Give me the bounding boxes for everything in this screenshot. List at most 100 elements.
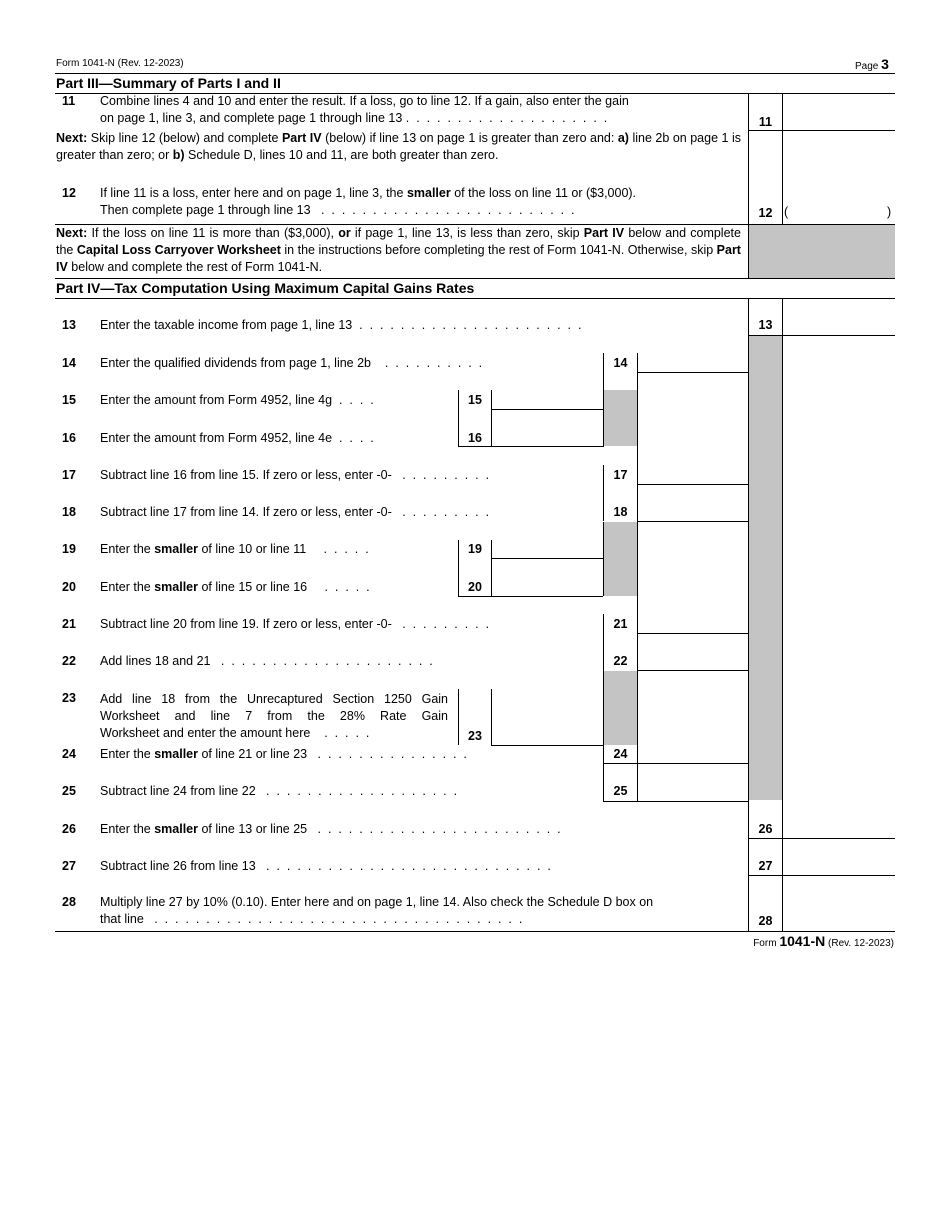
line-27-rule: [748, 875, 895, 876]
line-12-text-a3: of the loss on line 11 or ($3,000).: [454, 186, 637, 200]
next-1-g: Schedule D, lines 10 and 11, are both gr…: [188, 148, 499, 162]
line-27-amount-field[interactable]: [784, 840, 894, 874]
line-23-amount-field[interactable]: [493, 725, 601, 742]
col-divider: [782, 93, 783, 224]
line-20-pre: Enter the: [100, 580, 151, 594]
line-15-amount-field[interactable]: [493, 391, 601, 408]
line-11-amount-field[interactable]: [784, 96, 894, 129]
shaded-area: [749, 225, 895, 278]
col-divider: [603, 670, 604, 801]
leader-dots: . . . . . . . . . . . . . . . . . . . . …: [255, 859, 551, 873]
line-20-number: 20: [62, 580, 76, 594]
line-14-number: 14: [62, 356, 76, 370]
line-12-amount-field[interactable]: [790, 190, 885, 222]
line-16-amount-field[interactable]: [493, 428, 601, 445]
line-11-text: Combine lines 4 and 10 and enter the res…: [100, 93, 740, 127]
line-26-amount-field[interactable]: [784, 803, 894, 837]
line-18-text: Subtract line 17 from line 14. If zero o…: [100, 505, 392, 519]
col-divider: [748, 298, 749, 931]
line-12-open-paren: (: [784, 205, 789, 219]
part-iii-rule: [55, 93, 895, 94]
line-26-rule: [748, 838, 895, 839]
leader-dots: . . . . . . . . . . . . . . . . . . .: [255, 784, 458, 798]
line-17-amount-field[interactable]: [639, 466, 747, 483]
line-26-number: 26: [62, 822, 76, 836]
line-22-amount-field[interactable]: [639, 652, 747, 669]
next-2-f: and complete the: [56, 226, 741, 257]
next-1-a: Skip line 12 (below) and complete: [90, 131, 279, 145]
next-2-label: Next:: [56, 226, 88, 240]
leader-dots: . . . . . . . . . . . . . . . . . . . .: [402, 111, 608, 125]
line-15-text: Enter the amount from Form 4952, line 4g: [100, 393, 333, 407]
line-27-text-wrap: Subtract line 26 from line 13 . . . . . …: [100, 858, 551, 875]
next-1-label: Next:: [56, 131, 88, 145]
line-25-number: 25: [62, 784, 76, 798]
line-12-rule: [55, 224, 895, 225]
line-26-text-wrap: Enter the smaller of line 13 or line 25 …: [100, 821, 561, 838]
part-iv-rule: [55, 298, 895, 299]
next-1-c: (below) if line 13 on page 1 is greater …: [325, 131, 615, 145]
line-16-number: 16: [62, 431, 76, 445]
line-23-text-c: Worksheet and enter the amount here: [100, 726, 311, 740]
line-13-rule: [748, 335, 895, 336]
line-25-amount-field[interactable]: [639, 782, 747, 799]
line-28-amount-field[interactable]: [784, 877, 894, 929]
line-18-amount-field[interactable]: [639, 503, 747, 520]
line-11-number: 11: [62, 94, 76, 108]
line-19-pre: Enter the: [100, 542, 151, 556]
leader-dots: . . . . . . . . .: [391, 505, 490, 519]
form-bottom-rule: [55, 931, 895, 932]
line-21-rule: [637, 633, 748, 634]
line-24-amount-field[interactable]: [639, 745, 747, 762]
col-divider: [603, 614, 604, 670]
line-21-number: 21: [62, 617, 76, 631]
line-19-amount-field[interactable]: [493, 540, 601, 557]
line-13-number: 13: [62, 318, 76, 332]
line-28-number: 28: [62, 895, 76, 909]
line-20-post: of line 15 or line 16: [201, 580, 308, 594]
line-13-text-wrap: Enter the taxable income from page 1, li…: [100, 317, 581, 334]
next-1-e: line 2b on page 1 is greater than zero; …: [56, 131, 741, 162]
line-18-rule: [637, 521, 748, 522]
line-27-number: 27: [62, 859, 76, 873]
footer-form-label: Form: [753, 938, 777, 949]
line-20-amount-field[interactable]: [493, 577, 601, 594]
header-rule: [55, 73, 895, 74]
next-2-e: below: [628, 226, 661, 240]
line-25-text: Subtract line 24 from line 22: [100, 784, 256, 798]
next-2-j: Part IV: [56, 243, 741, 274]
leader-dots: . . . . .: [310, 726, 370, 740]
line-14-text: Enter the qualified dividends from page …: [100, 356, 372, 370]
line-25-box-label: 25: [613, 784, 628, 798]
leader-dots: . . . . . . . . . . . . . . . . . . . . …: [210, 654, 433, 668]
line-19-box-label: 19: [468, 542, 482, 556]
line-18-number: 18: [62, 505, 76, 519]
line-26-pre: Enter the: [100, 822, 151, 836]
leader-dots: . . . . .: [306, 542, 369, 556]
line-12-number: 12: [62, 186, 76, 200]
line-14-amount-field[interactable]: [639, 354, 747, 371]
line-14-rule: [637, 372, 748, 373]
col-divider: [782, 298, 783, 931]
col-divider: [458, 689, 459, 745]
line-18-text-wrap: Subtract line 17 from line 14. If zero o…: [100, 504, 489, 521]
col-divider: [458, 390, 459, 446]
line-12-box-label: 12: [758, 206, 773, 220]
col-divider: [491, 689, 492, 745]
line-24-post: of line 21 or line 23: [201, 747, 308, 761]
line-17-text-wrap: Subtract line 16 from line 15. If zero o…: [100, 467, 489, 484]
line-19-rule: [491, 558, 603, 559]
line-20-box-label: 20: [468, 580, 482, 594]
line-27-box-label: 27: [758, 859, 773, 873]
leader-dots: . . . . . . . . . . . . . . . . . . . . …: [143, 912, 523, 926]
line-15-number: 15: [62, 393, 76, 407]
line-24-rule: [604, 763, 748, 764]
next-2-k: below and complete the rest of Form 1041…: [71, 260, 323, 274]
line-12-text-a1: If line 11 is a loss, enter here and on …: [100, 186, 404, 200]
line-14-box-label: 14: [613, 356, 628, 370]
line-23-number: 23: [62, 691, 76, 705]
line-13-amount-field[interactable]: [784, 300, 894, 334]
line-21-amount-field[interactable]: [639, 615, 747, 632]
line-28-text-a: Multiply line 27 by 10% (0.10). Enter he…: [100, 895, 654, 909]
leader-dots: . . . . . . . . .: [391, 468, 490, 482]
